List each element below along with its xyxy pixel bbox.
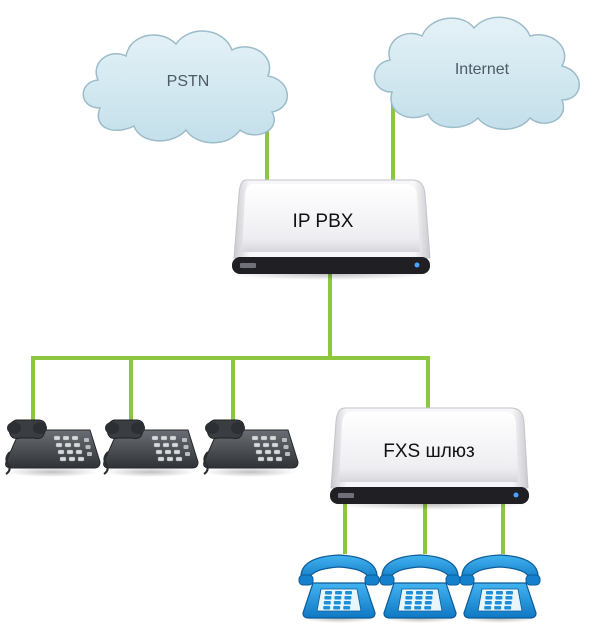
- ip-phone-icon: [5, 419, 101, 477]
- cloud-pstn: PSTN: [82, 30, 289, 144]
- fxs-gateway-device: FXS шлюз: [329, 407, 529, 510]
- gateway-front-panel: [330, 487, 529, 504]
- gateway-label: FXS шлюз: [383, 441, 475, 462]
- analog-phones-group: [298, 554, 541, 623]
- pbx-label: IP PBX: [293, 211, 354, 232]
- ip-phone-icon: [103, 419, 199, 477]
- ip-pbx-device: IP PBX: [228, 179, 432, 280]
- ip-phone-icon: [203, 419, 299, 477]
- analog-phone-icon: [379, 554, 461, 623]
- analog-phone-icon: [298, 554, 380, 623]
- gateway-port-icon: [338, 493, 354, 498]
- analog-phone-icon: [459, 554, 541, 623]
- gateway-status-led: [513, 492, 519, 498]
- cloud-internet: Internet: [373, 16, 580, 130]
- pbx-front-panel: [232, 257, 430, 274]
- ip-phones-group: [5, 419, 299, 477]
- pbx-status-led: [414, 262, 420, 268]
- pbx-port-icon: [240, 263, 256, 268]
- connection-links: [31, 101, 505, 554]
- cloud-label-pstn: PSTN: [167, 73, 210, 90]
- cloud-label-internet: Internet: [455, 61, 510, 78]
